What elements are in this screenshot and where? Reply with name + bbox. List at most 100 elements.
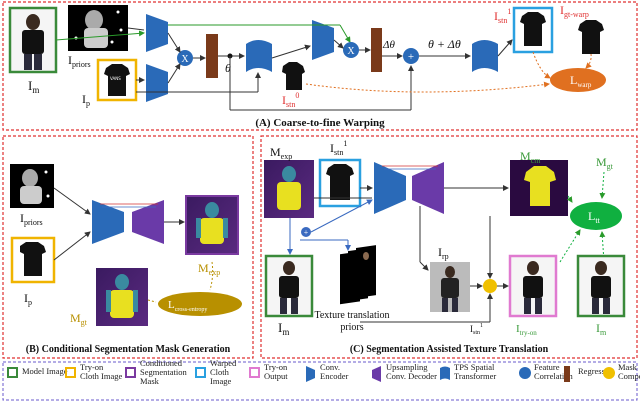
label-l-warp: Lwarp: [570, 73, 592, 89]
decoder-b: [132, 200, 164, 244]
label-i-m-c: Im: [278, 320, 289, 337]
label-i-p-b: Ip: [24, 291, 32, 307]
legend-item-5: Conv.Encoder: [306, 362, 348, 382]
panel-c: Mexp Istn1 Mcm Mgt Ltt: [260, 135, 638, 359]
label-i-rp: Irp: [438, 245, 449, 261]
legend-item-9: Regressor: [564, 366, 612, 382]
panel-b-caption: (B) Conditional Segmentation Mask Genera…: [26, 344, 231, 355]
feature-correlation-icon-a: [177, 50, 193, 66]
rendered-person: [430, 262, 470, 312]
loss-cross-entropy: [158, 292, 242, 316]
label-theta: θ: [225, 61, 231, 75]
label-texture-priors-1: Texture translation: [314, 310, 389, 321]
warped-cloth-stn1: [512, 6, 554, 54]
priors-image-b: [10, 164, 54, 208]
loss-warp: [550, 68, 606, 92]
panel-c-border: [260, 135, 638, 359]
legend-symbol-3: [195, 367, 206, 378]
warped-cloth-stn0: [282, 62, 305, 90]
model-image-a: [8, 6, 58, 74]
tryon-output: [508, 254, 558, 318]
legend-label-0: Model Image: [22, 366, 68, 376]
correlation-x-a2: X: [347, 46, 355, 57]
label-texture-priors-2: priors: [340, 322, 363, 333]
legend-symbol-8: [519, 367, 531, 379]
label-theta-sum: θ + Δθ: [428, 37, 461, 51]
texture-priors-stack: [340, 245, 376, 305]
encoder-c: [374, 162, 406, 214]
encoder-top-a: [146, 14, 168, 52]
legend-border: [2, 361, 638, 401]
legend-label-10: MaskComposition: [618, 362, 640, 381]
legend-item-0: Model Image: [7, 366, 68, 378]
legend-symbol-4: [249, 367, 260, 378]
label-delta-theta: Δθ: [382, 39, 395, 51]
label-m-gt-b: Mgt: [70, 311, 88, 327]
legend-symbol-6: [372, 366, 381, 382]
regressor-icon-a2: [371, 28, 382, 72]
label-m-cm: Mcm: [520, 149, 541, 165]
priors-image-a: [68, 5, 128, 51]
cloth-image-b: [10, 236, 56, 284]
legend-symbol-9: [564, 366, 570, 382]
encoder-b: [92, 200, 124, 244]
add-icon-a: [403, 48, 419, 64]
panel-a-caption: (A) Coarse-to-fine Warping: [255, 117, 385, 129]
gt-model-image-c: [576, 254, 626, 318]
mask-image-b: [185, 195, 239, 255]
label-l-tt: Ltt: [588, 209, 601, 225]
label-i-stn1: Istn1: [494, 7, 511, 25]
svg-text:VANS: VANS: [110, 76, 121, 81]
warped-cloth-c: [318, 158, 362, 208]
tps-transformer-1: [246, 40, 272, 72]
legend-item-10: MaskComposition: [603, 362, 640, 381]
model-image-c: [264, 254, 314, 318]
label-i-gt-warp: Igt-warp: [560, 3, 589, 19]
panel-a: Im Ipriors VANS Ip X: [2, 1, 638, 131]
label-i-m-gt-c: Im: [596, 321, 607, 337]
correlation-x-a: X: [181, 54, 189, 65]
label-i-m-a: Im: [28, 78, 39, 95]
label-m-exp-c: Mexp: [270, 145, 292, 161]
legend-symbol-0: [7, 367, 18, 378]
label-i-stn1-small: Istn1: [470, 323, 483, 336]
legend-symbol-7: [440, 366, 450, 380]
decoder-c: [412, 162, 444, 214]
composition-mask: [510, 160, 568, 216]
loss-tt: [570, 202, 622, 230]
label-m-exp-b: Mexp: [198, 261, 220, 277]
panel-c-caption: (C) Segmentation Assisted Texture Transl…: [350, 344, 549, 355]
panel-b: Ipriors Ip Mexp: [2, 135, 254, 359]
legend-label-5: Conv.Encoder: [320, 362, 348, 381]
label-i-priors-b: Ipriors: [20, 211, 43, 227]
panel-a-border: [2, 1, 638, 131]
label-m-gt-c: Mgt: [596, 155, 614, 171]
mask-composition-icon-c: [483, 279, 497, 293]
label-i-p-a: Ip: [82, 92, 90, 108]
mask-gt-b: [96, 268, 148, 326]
legend-symbol-1: [65, 367, 76, 378]
encoder-top2-a: [312, 20, 334, 60]
plus-symbol-a: +: [408, 51, 414, 63]
cloth-image-a: VANS: [96, 58, 138, 102]
gt-warp-image: [578, 20, 604, 54]
legend-symbol-5: [306, 366, 315, 382]
concat-plus-c: +: [304, 228, 309, 237]
label-l-ce: Lcross-entropy: [168, 299, 207, 313]
regressor-icon-a: [206, 34, 218, 78]
label-i-tryon: Itry-on: [516, 323, 537, 337]
